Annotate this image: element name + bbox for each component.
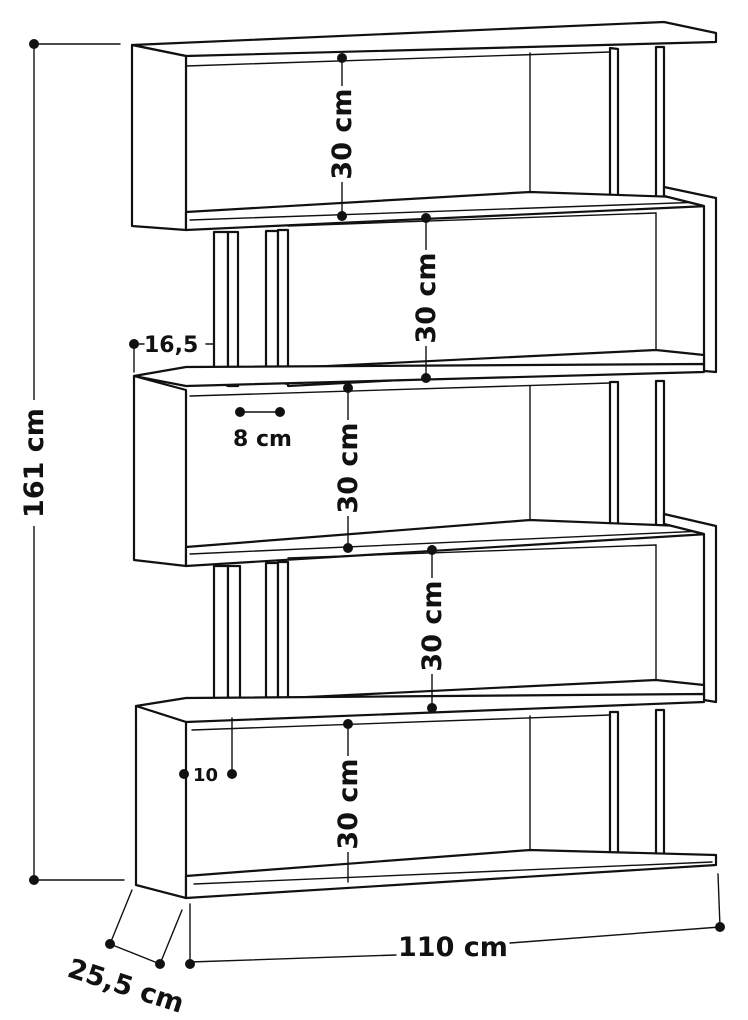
total-height-dimension: 161 cm — [18, 39, 125, 885]
divider-gap-dimension: 8 cm — [233, 407, 292, 452]
shelf-5-height-dimension: 30 cm — [332, 719, 364, 883]
width-dimension: 110 cm — [185, 873, 725, 969]
depth-label: 25,5 cm — [64, 953, 188, 1020]
shelf-3-height-dimension: 30 cm — [332, 383, 364, 553]
shelf-5-height-label: 30 cm — [333, 758, 364, 849]
shelf-row-1 — [130, 20, 718, 232]
shelf-1-height-label: 30 cm — [327, 88, 358, 179]
divider-thickness-label: 10 — [193, 765, 218, 786]
shelf-2-height-dimension: 30 cm — [410, 213, 442, 383]
shelf-4-height-label: 30 cm — [417, 580, 448, 671]
shelf-4-height-dimension: 30 cm — [416, 545, 448, 713]
depth-dimension: 25,5 cm — [64, 889, 188, 1020]
divider-thickness-dimension: 10 — [179, 717, 237, 786]
offset-dimension: 16,5 — [129, 333, 215, 373]
shelf-row-3 — [132, 362, 710, 568]
shelf-1-height-dimension: 30 cm — [326, 53, 358, 221]
bookcase-outline — [130, 20, 718, 900]
width-label: 110 cm — [398, 932, 508, 963]
dimension-annotations: 161 cm 30 cm 30 cm 30 cm — [18, 39, 725, 1020]
shelf-3-height-label: 30 cm — [333, 422, 364, 513]
offset-label: 16,5 — [144, 333, 198, 358]
shelf-row-5 — [134, 692, 718, 900]
shelf-2-height-label: 30 cm — [411, 252, 442, 343]
total-height-label: 161 cm — [19, 408, 50, 518]
divider-gap-label: 8 cm — [233, 427, 292, 452]
